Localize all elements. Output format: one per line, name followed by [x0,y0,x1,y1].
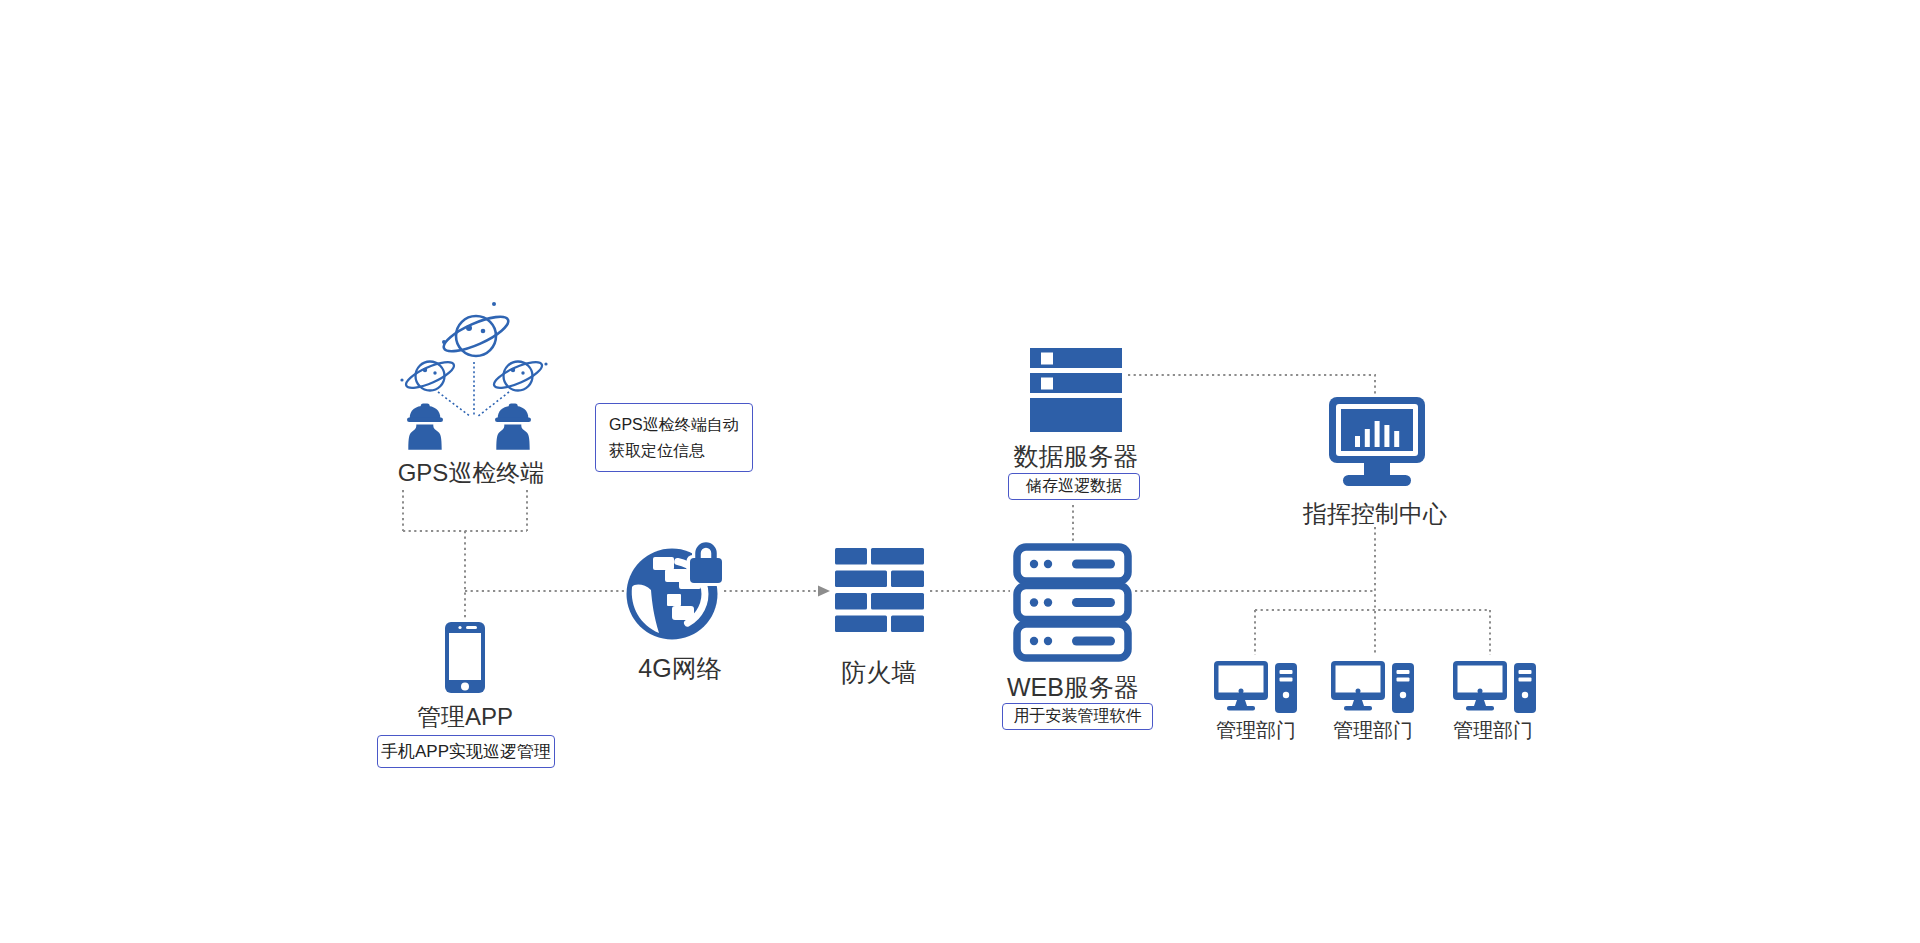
desktop-workstation-icon [1214,661,1298,715]
smartphone-icon [443,620,487,695]
gps-note-line2: 获取定位信息 [609,438,705,464]
gps-note-line1: GPS巡检终端自动 [609,412,739,438]
satellite-planet-icon [486,352,550,404]
department-label-3: 管理部门 [1393,717,1593,744]
patrol-worker-icon [403,402,447,452]
data-note-text: 储存巡逻数据 [1026,476,1122,497]
app-note-text: 手机APP实现巡逻管理 [381,740,551,763]
web-note-box: 用于安装管理软件 [1002,703,1153,730]
app-label: 管理APP [365,701,565,733]
data-server-label: 数据服务器 [976,440,1176,473]
satellite-planet-icon [398,352,462,404]
command-center-label: 指挥控制中心 [1275,498,1475,530]
app-note-box: 手机APP实现巡逻管理 [377,735,555,768]
arrow-head [818,586,830,597]
network-label: 4G网络 [580,652,780,685]
server-stack-icon [1013,543,1133,663]
brick-wall-icon [833,546,925,636]
gps-terminal-label: GPS巡检终端 [371,457,571,489]
monitor-chart-icon [1327,395,1427,490]
desktop-workstation-icon [1331,661,1415,715]
dataserver-to-monitor-line [1128,375,1375,394]
patrol-worker-icon [491,402,535,452]
web-server-label: WEB服务器 [973,671,1173,704]
gps-note-box: GPS巡检终端自动 获取定位信息 [595,403,753,472]
web-note-text: 用于安装管理软件 [1014,706,1142,727]
data-note-box: 储存巡逻数据 [1008,473,1140,500]
firewall-label: 防火墙 [779,656,979,689]
desktop-workstation-icon [1453,661,1537,715]
globe-lock-icon [622,543,732,647]
database-server-icon [1028,346,1124,438]
